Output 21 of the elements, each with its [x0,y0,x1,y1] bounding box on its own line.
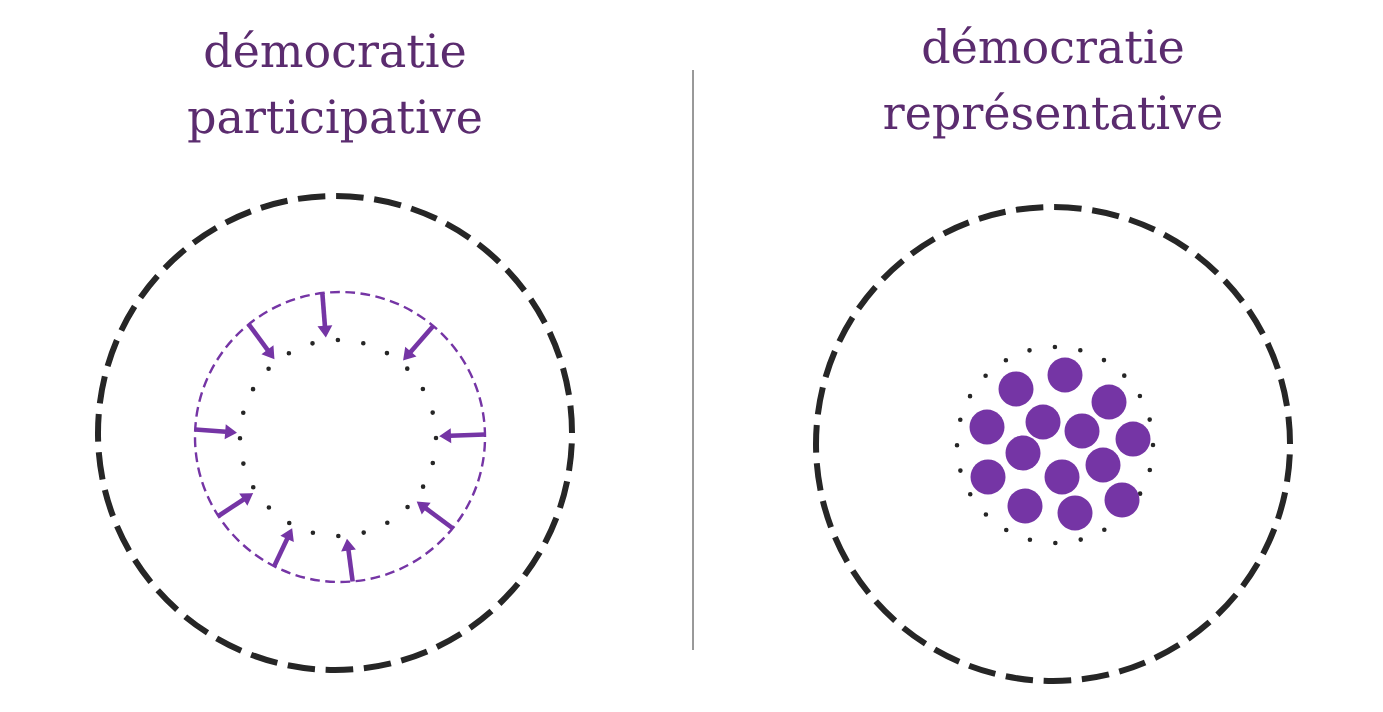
dot [1064,413,1100,449]
dotted-circle [954,344,1156,546]
dot [1085,447,1121,483]
dot [1091,384,1127,420]
heading: démocratie participative [188,30,481,143]
dot [969,409,1005,445]
dotted-circle [237,337,439,539]
dot [998,371,1034,407]
dot [970,459,1006,495]
dot [1044,459,1080,495]
dot [1025,404,1061,440]
dashed-circle [813,204,1293,684]
dot [1104,482,1140,518]
dashed-circle [95,193,575,673]
dot [1047,357,1083,393]
dot [1115,421,1151,457]
dot [1005,435,1041,471]
dashed-circle [193,290,487,584]
dot [1007,488,1043,524]
heading: démocratie représentative [884,26,1222,139]
dot [1057,495,1093,531]
